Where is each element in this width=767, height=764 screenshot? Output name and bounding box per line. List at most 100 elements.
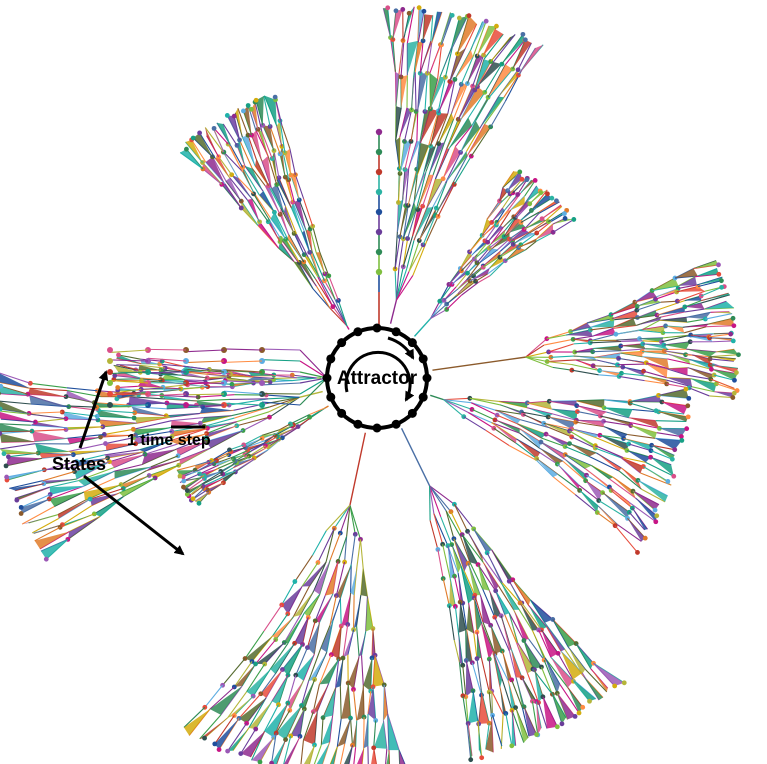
state-node xyxy=(43,556,49,562)
state-edge xyxy=(512,231,530,242)
state-fan xyxy=(520,212,540,223)
state-fan xyxy=(257,221,279,248)
state-fan xyxy=(32,524,63,534)
state-node xyxy=(335,559,341,564)
state-edge xyxy=(176,464,196,471)
state-edge xyxy=(706,325,734,328)
state-edge xyxy=(655,300,685,312)
state-edge xyxy=(502,582,521,604)
state-node xyxy=(479,755,485,761)
state-fan xyxy=(446,119,461,149)
state-edge xyxy=(450,511,463,535)
state-fan xyxy=(616,338,643,341)
state-fan xyxy=(489,257,507,269)
state-edge xyxy=(410,77,415,110)
state-fan xyxy=(21,499,50,514)
state-edge xyxy=(517,47,536,76)
state-edge xyxy=(573,335,593,340)
state-edge xyxy=(513,203,526,218)
state-fan xyxy=(180,387,203,390)
state-fan xyxy=(451,83,468,114)
state-edge xyxy=(253,376,275,379)
state-edge xyxy=(525,356,553,368)
state-fan xyxy=(14,487,50,501)
state-node xyxy=(288,172,294,178)
state-fan xyxy=(22,514,58,525)
state-node xyxy=(519,675,525,681)
attractor-state-node xyxy=(407,338,417,348)
state-edge xyxy=(260,673,276,695)
state-fan xyxy=(316,252,325,274)
state-fan xyxy=(581,674,604,701)
state-fan xyxy=(585,468,612,491)
state-edge xyxy=(496,209,506,223)
state-edge xyxy=(614,316,638,321)
state-node xyxy=(465,560,471,566)
state-edge xyxy=(31,517,59,534)
state-fan xyxy=(508,680,516,711)
state-node xyxy=(231,113,237,119)
state-fan xyxy=(6,469,45,481)
state-edge xyxy=(618,470,642,490)
state-fan xyxy=(304,254,318,278)
state-fan xyxy=(500,687,506,715)
attractor-state-node xyxy=(372,423,382,433)
state-node xyxy=(312,742,317,748)
state-fan xyxy=(611,310,638,319)
state-edge xyxy=(141,380,162,383)
state-node xyxy=(328,652,334,658)
state-edge xyxy=(447,545,459,574)
state-node xyxy=(730,315,736,321)
state-edge xyxy=(104,428,134,435)
state-fan xyxy=(708,318,734,326)
state-fan xyxy=(264,95,277,126)
state-fan xyxy=(634,290,657,303)
state-edge xyxy=(617,363,647,366)
state-edge xyxy=(548,343,574,353)
state-fan xyxy=(520,602,539,631)
state-edge xyxy=(42,471,75,482)
state-edge xyxy=(289,148,296,175)
state-node xyxy=(440,541,446,547)
state-fan xyxy=(523,640,542,670)
state-fan xyxy=(512,39,532,70)
state-edge xyxy=(346,325,350,330)
state-node xyxy=(653,296,658,302)
state-fan xyxy=(517,423,547,439)
state-edge xyxy=(655,420,687,423)
state-fan xyxy=(637,480,668,502)
state-edge xyxy=(114,464,142,472)
state-fan xyxy=(313,559,331,595)
state-edge xyxy=(484,63,503,93)
state-edge xyxy=(571,363,600,372)
state-edge xyxy=(541,437,566,448)
state-fan xyxy=(411,72,416,110)
state-fan xyxy=(576,405,607,417)
state-fan xyxy=(704,301,735,310)
state-fan xyxy=(643,375,667,384)
state-fan xyxy=(373,655,385,687)
state-fan xyxy=(295,654,315,681)
state-edge xyxy=(695,273,719,278)
state-edge xyxy=(337,536,348,562)
state-edge xyxy=(306,620,316,648)
state-fan xyxy=(658,389,689,399)
state-fan xyxy=(592,345,622,351)
state-edge xyxy=(349,718,354,746)
state-edge xyxy=(353,595,355,630)
state-fan xyxy=(0,433,35,443)
state-edge xyxy=(644,380,667,385)
state-edge xyxy=(559,684,580,714)
state-edge xyxy=(451,16,468,48)
state-edge xyxy=(471,408,496,421)
state-fan xyxy=(488,64,513,98)
state-fan xyxy=(290,174,300,200)
state-fan xyxy=(412,206,423,237)
state-edge xyxy=(520,419,550,429)
state-edge xyxy=(294,174,305,199)
state-edge xyxy=(429,485,452,513)
attractor-state-node xyxy=(353,419,363,429)
state-fan xyxy=(414,171,426,203)
state-edge xyxy=(395,266,404,301)
